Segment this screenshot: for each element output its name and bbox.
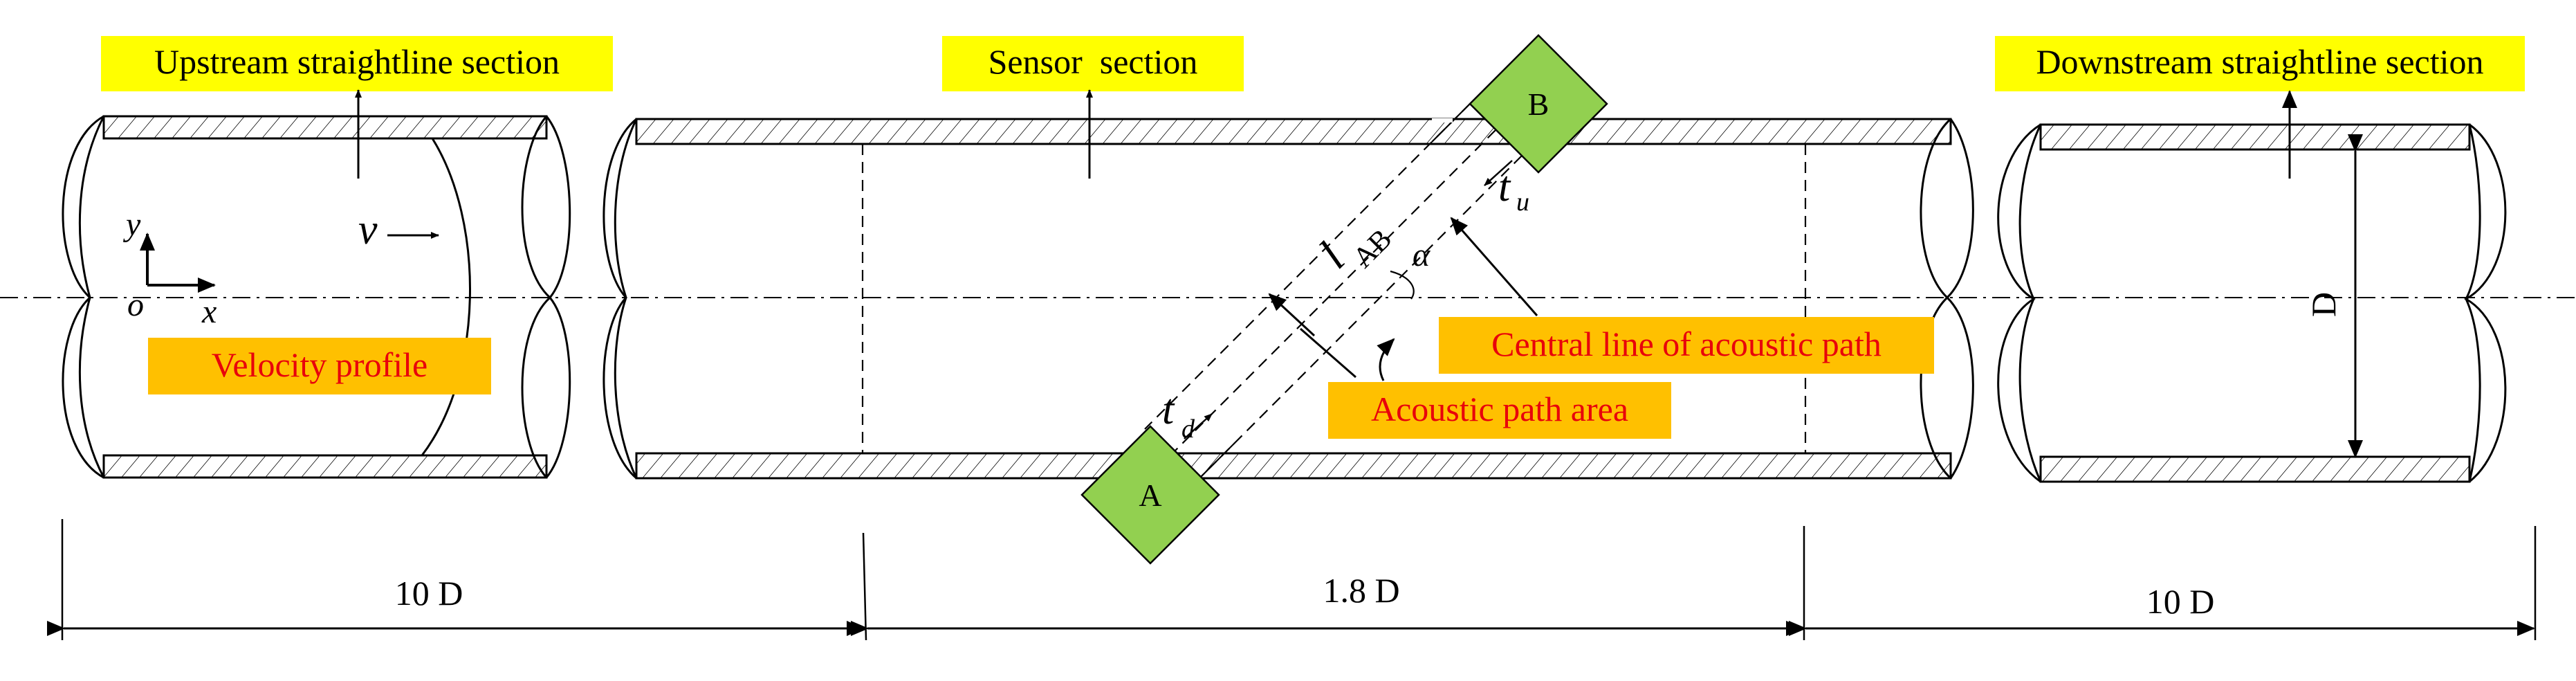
downstream-left-end-inner bbox=[2018, 124, 2042, 482]
alpha-angle-arc bbox=[1390, 270, 1415, 300]
acoustic-path bbox=[1144, 103, 1522, 482]
dim-tick-1 bbox=[862, 532, 867, 641]
diameter-symbol: D bbox=[2304, 292, 2343, 317]
time-up-arrow bbox=[1484, 160, 1513, 186]
acoustic-area-pointer bbox=[1377, 338, 1395, 381]
time-up-sub: u bbox=[1516, 188, 1529, 217]
dimension-lines: 10 D 1.8 D 10 D bbox=[47, 519, 2537, 641]
velocity-symbol-text: v bbox=[358, 206, 378, 253]
upstream-right-end-outer bbox=[545, 116, 571, 478]
x-axis-label: x bbox=[201, 293, 217, 330]
acoustic-path-boundary-upper bbox=[1431, 103, 1471, 143]
label-central-line: Central line of acoustic path bbox=[1439, 317, 1934, 374]
downstream-right-end bbox=[2463, 123, 2507, 483]
transducer-a: A bbox=[1080, 425, 1220, 565]
dim-label-middle: 1.8 D bbox=[1323, 571, 1399, 610]
label-sensor-text: Sensor section bbox=[988, 42, 1198, 81]
label-sensor: Sensor section bbox=[942, 36, 1244, 91]
label-sensor-bg bbox=[942, 36, 1244, 91]
transducer-a-label: A bbox=[1139, 478, 1161, 513]
label-downstream-text: Downstream straightline section bbox=[2036, 42, 2483, 81]
path-length-l: l bbox=[1309, 233, 1354, 278]
acoustic-path-edge-upper bbox=[1144, 103, 1471, 430]
label-velocity-profile-bg bbox=[148, 338, 491, 394]
sensor-top-wall bbox=[635, 118, 1952, 145]
downstream-bottom-wall bbox=[2039, 455, 2471, 483]
alpha-symbol: α bbox=[1413, 237, 1430, 273]
time-down-t: t bbox=[1162, 386, 1175, 433]
transducer-b-body bbox=[1469, 34, 1608, 174]
upstream-top-wall bbox=[102, 115, 548, 140]
downstream-top-wall bbox=[2039, 123, 2471, 151]
time-up-symbol: t u bbox=[1484, 160, 1529, 217]
acoustic-path-central-line bbox=[1170, 129, 1496, 456]
width-arrow bbox=[1268, 293, 1316, 337]
label-downstream: Downstream straightline section bbox=[1995, 36, 2525, 91]
time-down-symbol: t d bbox=[1162, 386, 1213, 444]
time-up-t: t bbox=[1498, 163, 1511, 210]
upstream-pipe bbox=[62, 115, 571, 479]
dim-label-right: 10 D bbox=[2146, 582, 2215, 621]
sensor-left-end-inner bbox=[614, 118, 638, 479]
downstream-left-end bbox=[1997, 123, 2041, 483]
y-axis-label: y bbox=[122, 206, 141, 243]
label-upstream-bg bbox=[101, 36, 613, 91]
label-velocity-profile-text: Velocity profile bbox=[212, 345, 427, 384]
transducer-b: B bbox=[1469, 34, 1608, 174]
central-line-pointer bbox=[1450, 217, 1538, 316]
acoustic-path-edge-lower bbox=[1196, 155, 1522, 482]
velocity-symbol: v bbox=[358, 206, 439, 253]
path-length-symbol: l AB bbox=[1309, 223, 1398, 278]
origin-label: o bbox=[127, 287, 144, 323]
label-acoustic-area: Acoustic path area bbox=[1328, 382, 1671, 439]
acoustic-path-boundary-lower bbox=[1196, 442, 1235, 482]
label-central-line-bg bbox=[1439, 317, 1934, 374]
sensor-right-end-outer bbox=[1945, 118, 1974, 479]
transducer-a-body bbox=[1080, 425, 1220, 565]
path-length-sub: AB bbox=[1347, 223, 1398, 274]
sensor-right-end bbox=[1920, 118, 1952, 480]
transducer-b-label: B bbox=[1528, 87, 1549, 122]
label-acoustic-area-bg bbox=[1328, 382, 1671, 439]
upstream-left-end-inner bbox=[78, 116, 105, 478]
label-upstream-text: Upstream straightline section bbox=[154, 42, 560, 81]
downstream-pipe bbox=[1997, 123, 2507, 483]
label-velocity-profile: Velocity profile bbox=[148, 338, 491, 394]
label-upstream: Upstream straightline section bbox=[101, 36, 613, 91]
time-down-sub: d bbox=[1181, 415, 1195, 444]
sensor-pipe bbox=[602, 118, 1974, 480]
label-downstream-bg bbox=[1995, 36, 2525, 91]
downstream-right-end-outer bbox=[2465, 124, 2481, 482]
time-down-arrow bbox=[1184, 413, 1213, 439]
label-acoustic-area-text: Acoustic path area bbox=[1371, 390, 1628, 428]
width-arrow-back bbox=[1300, 327, 1356, 379]
upstream-bottom-wall bbox=[102, 454, 548, 479]
dim-label-left: 10 D bbox=[395, 574, 463, 612]
sensor-bottom-wall bbox=[635, 452, 1952, 480]
label-central-line-text: Central line of acoustic path bbox=[1491, 325, 1882, 363]
coordinate-axes: y x o bbox=[122, 206, 217, 330]
